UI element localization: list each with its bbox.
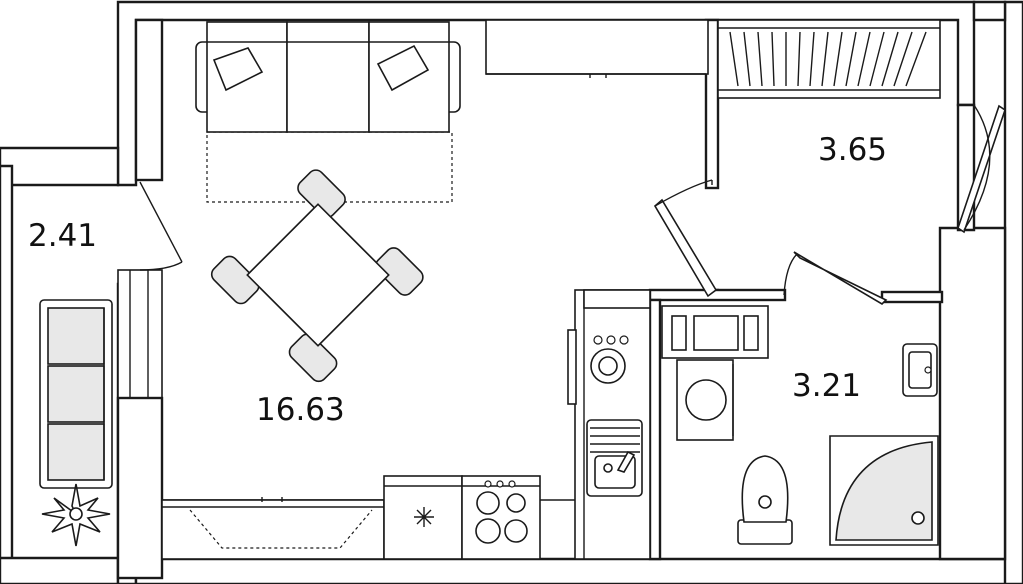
- dining-table: [210, 169, 424, 383]
- sofa: [195, 19, 709, 203]
- bathroom-area-label: 3.21: [792, 368, 861, 404]
- stove-top: [567, 329, 629, 405]
- loggia-furniture: [39, 299, 113, 547]
- hallway-area-label: 3.65: [818, 132, 887, 168]
- wardrobe: [717, 19, 941, 99]
- loggia-door: [139, 181, 183, 271]
- hallway-doors: [653, 104, 1006, 306]
- bathroom-fixtures: [661, 305, 939, 546]
- plant-icon: [41, 483, 111, 547]
- kitchen-sink: [586, 419, 643, 497]
- kitchen: [161, 289, 651, 560]
- living-kitchen-area-label: 16.63: [256, 392, 345, 428]
- west-window: [116, 18, 164, 580]
- loggia-area-label: 2.41: [28, 218, 97, 254]
